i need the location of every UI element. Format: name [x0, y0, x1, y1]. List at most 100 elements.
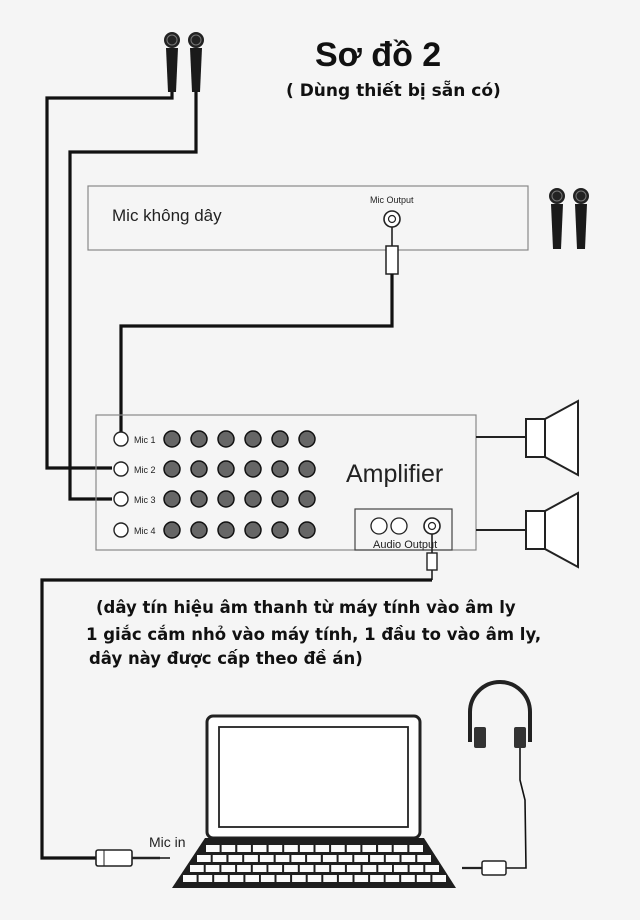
microphone-icon [164, 32, 180, 92]
keyboard-key [362, 865, 377, 872]
keyboard-key [393, 845, 408, 852]
keyboard-key [354, 855, 368, 862]
keyboard-key [354, 875, 369, 882]
control-knob [298, 430, 316, 448]
keyboard-key [268, 865, 283, 872]
keyboard-key [401, 855, 416, 862]
keyboard-key [409, 865, 424, 872]
audio-output-panel [354, 508, 453, 551]
keyboard-key [346, 865, 361, 872]
mic-input-label: Mic 2 [134, 465, 156, 475]
keyboard-key [417, 855, 431, 862]
diagram-title: Sơ đồ 2 [315, 36, 441, 74]
keyboard-key [237, 865, 251, 872]
control-knob [190, 430, 208, 448]
keyboard-key [378, 845, 392, 852]
control-knob [163, 490, 181, 508]
laptop-keyboard [183, 845, 446, 882]
keyboard-key [260, 875, 275, 882]
keyboard-key [292, 875, 306, 882]
control-knob [298, 490, 316, 508]
keyboard-key [221, 865, 236, 872]
keyboard-key [362, 845, 376, 852]
keyboard-key [338, 875, 353, 882]
amplifier-label: Amplifier [346, 460, 443, 488]
keyboard-key [307, 875, 322, 882]
keyboard-key [198, 875, 213, 882]
keyboard-key [322, 855, 337, 862]
keyboard-key [284, 865, 298, 872]
keyboard-key [228, 855, 243, 862]
keyboard-key [299, 845, 314, 852]
keyboard-key [252, 865, 267, 872]
control-knob [298, 460, 316, 478]
audio-output-jack [423, 517, 441, 535]
control-knob [271, 521, 289, 539]
keyboard-key [245, 875, 259, 882]
audio-jack-icon [95, 849, 170, 867]
keyboard-key [409, 845, 423, 852]
control-knob [190, 490, 208, 508]
control-knob [271, 490, 289, 508]
keyboard-key [259, 855, 274, 862]
microphone-icon [573, 188, 589, 249]
keyboard-key [244, 855, 258, 862]
control-knob [163, 460, 181, 478]
keyboard-key [315, 845, 330, 852]
mic-cable [68, 92, 198, 501]
keyboard-key [276, 875, 291, 882]
audio-jack-icon [385, 227, 399, 275]
mic-input-jacks: Mic 1 Mic 2 Mic 3 Mic 4 [113, 431, 156, 538]
control-knob [190, 521, 208, 539]
keyboard-key [401, 875, 415, 882]
audio-output-label: Audio Output [373, 539, 437, 551]
keyboard-key [212, 855, 227, 862]
laptop-icon [172, 714, 456, 888]
control-knob [244, 460, 262, 478]
keyboard-key [370, 855, 384, 862]
keyboard-key [385, 875, 400, 882]
keyboard-key [214, 875, 228, 882]
control-knob [271, 430, 289, 448]
control-knob [298, 521, 316, 539]
keyboard-key [206, 845, 220, 852]
microphone-icon [549, 188, 565, 249]
keyboard-key [221, 845, 236, 852]
diagram-subtitle: ( Dùng thiết bị sẵn có) [286, 79, 501, 101]
keyboard-key [346, 845, 361, 852]
keyboard-key [425, 865, 439, 872]
keyboard-key [229, 875, 244, 882]
keyboard-key [331, 865, 345, 872]
keyboard-key [393, 865, 408, 872]
keyboard-key [323, 875, 337, 882]
wireless-mic-receiver [87, 185, 529, 251]
keyboard-key [370, 875, 384, 882]
audio-jack-icon [426, 534, 438, 580]
keyboard-key [252, 845, 267, 852]
control-knob [244, 430, 262, 448]
keyboard-key [275, 855, 290, 862]
keyboard-key [183, 875, 197, 882]
speaker-icon [525, 399, 579, 477]
keyboard-key [205, 865, 220, 872]
control-knob [217, 430, 235, 448]
speaker-icon [525, 491, 579, 569]
control-knob [217, 460, 235, 478]
amplifier-unit [95, 414, 477, 551]
control-knob [244, 521, 262, 539]
headphones-icon [468, 680, 532, 748]
cable-note-line: (dây tín hiệu âm thanh từ máy tính vào â… [96, 598, 516, 617]
control-knob [190, 460, 208, 478]
keyboard-key [268, 845, 283, 852]
keyboard-key [190, 865, 204, 872]
mic-output-jack [383, 210, 401, 228]
mic-output-label: Mic Output [370, 195, 414, 205]
cable-note-line: 1 giắc cắm nhỏ vào máy tính, 1 đầu to và… [86, 625, 541, 644]
control-knob [163, 521, 181, 539]
keyboard-key [385, 855, 400, 862]
wireless-mic-cable [119, 274, 394, 438]
amplifier-knobs [163, 430, 316, 539]
wireless-mic-label: Mic không dây [112, 206, 222, 225]
keyboard-key [378, 865, 392, 872]
keyboard-key [299, 865, 314, 872]
